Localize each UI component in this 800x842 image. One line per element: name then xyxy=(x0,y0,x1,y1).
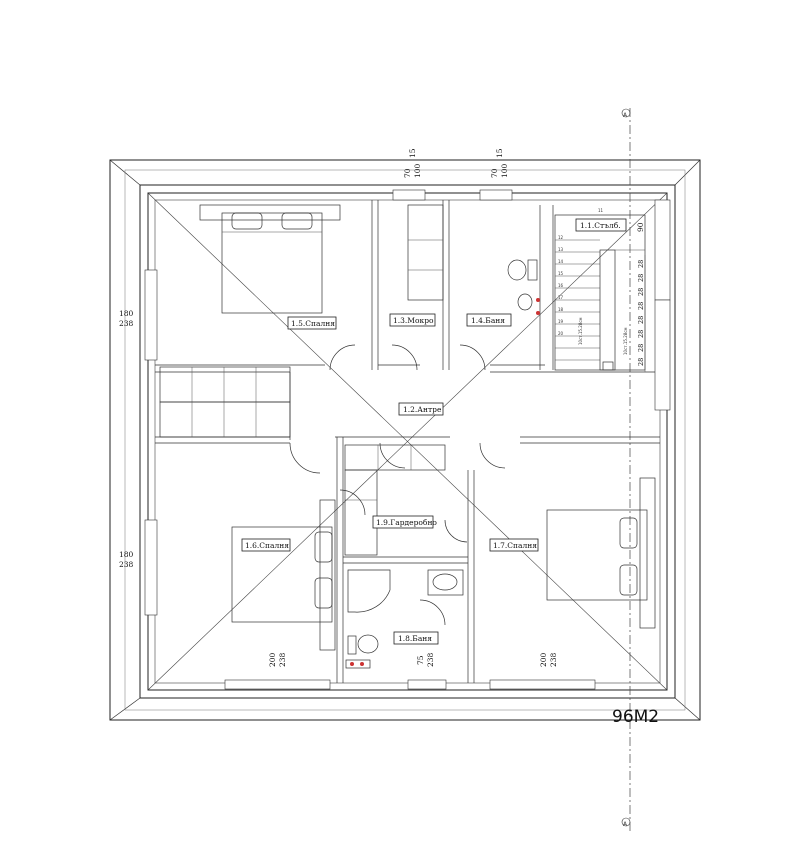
stair-number: 18 xyxy=(558,307,564,312)
dim-top-win2-a: 70 xyxy=(490,168,499,178)
furniture xyxy=(159,204,656,669)
room-tag-stair: 1.1.Стълб. xyxy=(575,218,627,232)
stair-number: 12 xyxy=(558,235,564,240)
room-tag-bed-top: 1.5.Спалня xyxy=(287,316,337,330)
room-label-wet: 1.3.Мокро xyxy=(393,316,434,325)
roof-hip-lines xyxy=(147,192,668,691)
section-mark-top: А xyxy=(623,112,628,119)
stair-number: 14 xyxy=(558,259,564,264)
room-label-bed-left: 1.6.Спалня xyxy=(245,541,289,550)
dim-bottom-win3-b: 238 xyxy=(549,652,558,667)
section-mark-bottom: А xyxy=(623,821,628,828)
stair-number: 16 xyxy=(558,283,564,288)
windows xyxy=(144,189,671,690)
dim-left-win1-a: 180 xyxy=(119,309,134,318)
step-dim: 28 xyxy=(637,260,645,268)
stair: 11 12 13 14 15 16 17 18 19 20 10ст.15.28… xyxy=(554,208,646,372)
stair-number: 17 xyxy=(558,295,564,300)
dim-bottom-win3-a: 200 xyxy=(539,652,548,667)
room-label-bed-right: 1.7.Спалня xyxy=(493,541,537,550)
dim-bottom-win2-a: 75 xyxy=(416,655,425,665)
stair-number: 11 xyxy=(598,208,604,213)
stair-number: 20 xyxy=(558,331,564,336)
room-label-wardrobe: 1.9.Гардеробно xyxy=(376,518,437,527)
step-dim: 28 xyxy=(637,330,645,338)
area-label: 96М2 xyxy=(612,707,659,727)
step-dim: 28 xyxy=(637,358,645,366)
stair-note: 10ст.15.28см xyxy=(623,327,628,355)
dimension-labels: 70 100 15 70 100 15 180 238 180 238 200 … xyxy=(119,148,558,667)
room-label-bath-top: 1.4.Баня xyxy=(471,316,505,325)
step-dim: 28 xyxy=(637,344,645,352)
room-label-bed-top: 1.5.Спалня xyxy=(291,319,335,328)
dim-top-win1-a: 70 xyxy=(403,168,412,178)
room-tag-wardrobe: 1.9.Гардеробно xyxy=(372,515,437,529)
dim-left-win1-b: 238 xyxy=(119,319,134,328)
section-line: А А xyxy=(621,108,631,832)
stair-number: 19 xyxy=(558,319,564,324)
room-tag-bath-bottom: 1.8.Баня xyxy=(393,631,439,645)
stair-number: 15 xyxy=(558,271,564,276)
stair-step-dimensions: 28 28 28 28 28 28 28 28 xyxy=(637,255,646,372)
step-dim: 28 xyxy=(637,274,645,282)
room-tag-hall: 1.2.Антре xyxy=(398,402,444,416)
dim-top-win1-b: 100 xyxy=(413,163,422,178)
doors xyxy=(289,344,506,626)
dim-top-win2-b: 100 xyxy=(500,163,509,178)
stair-note: 10ст.15.28см xyxy=(578,317,583,345)
step-dim: 28 xyxy=(637,288,645,296)
step-dim: 28 xyxy=(637,316,645,324)
room-label-hall: 1.2.Антре xyxy=(403,405,442,414)
dim-left-win2-b: 238 xyxy=(119,560,134,569)
dim-bottom-win1-a: 200 xyxy=(268,652,277,667)
room-tag-bath-top: 1.4.Баня xyxy=(466,313,512,327)
dim-bottom-win1-b: 238 xyxy=(278,652,287,667)
room-tag-bed-right: 1.7.Спалня xyxy=(489,538,539,552)
stair-right-dim: 90 xyxy=(636,222,645,232)
dim-top-win2-c: 15 xyxy=(495,148,504,158)
roof-outline xyxy=(109,159,701,721)
room-tag-wet: 1.3.Мокро xyxy=(389,313,436,327)
room-label-stair: 1.1.Стълб. xyxy=(580,221,621,230)
room-tag-bed-left: 1.6.Спалня xyxy=(241,538,291,552)
dim-left-win2-a: 180 xyxy=(119,550,134,559)
dim-top-win1-c: 15 xyxy=(408,148,417,158)
dim-bottom-win2-b: 238 xyxy=(426,652,435,667)
stair-number: 13 xyxy=(558,247,564,252)
room-label-bath-bottom: 1.8.Баня xyxy=(398,634,432,643)
step-dim: 28 xyxy=(637,302,645,310)
